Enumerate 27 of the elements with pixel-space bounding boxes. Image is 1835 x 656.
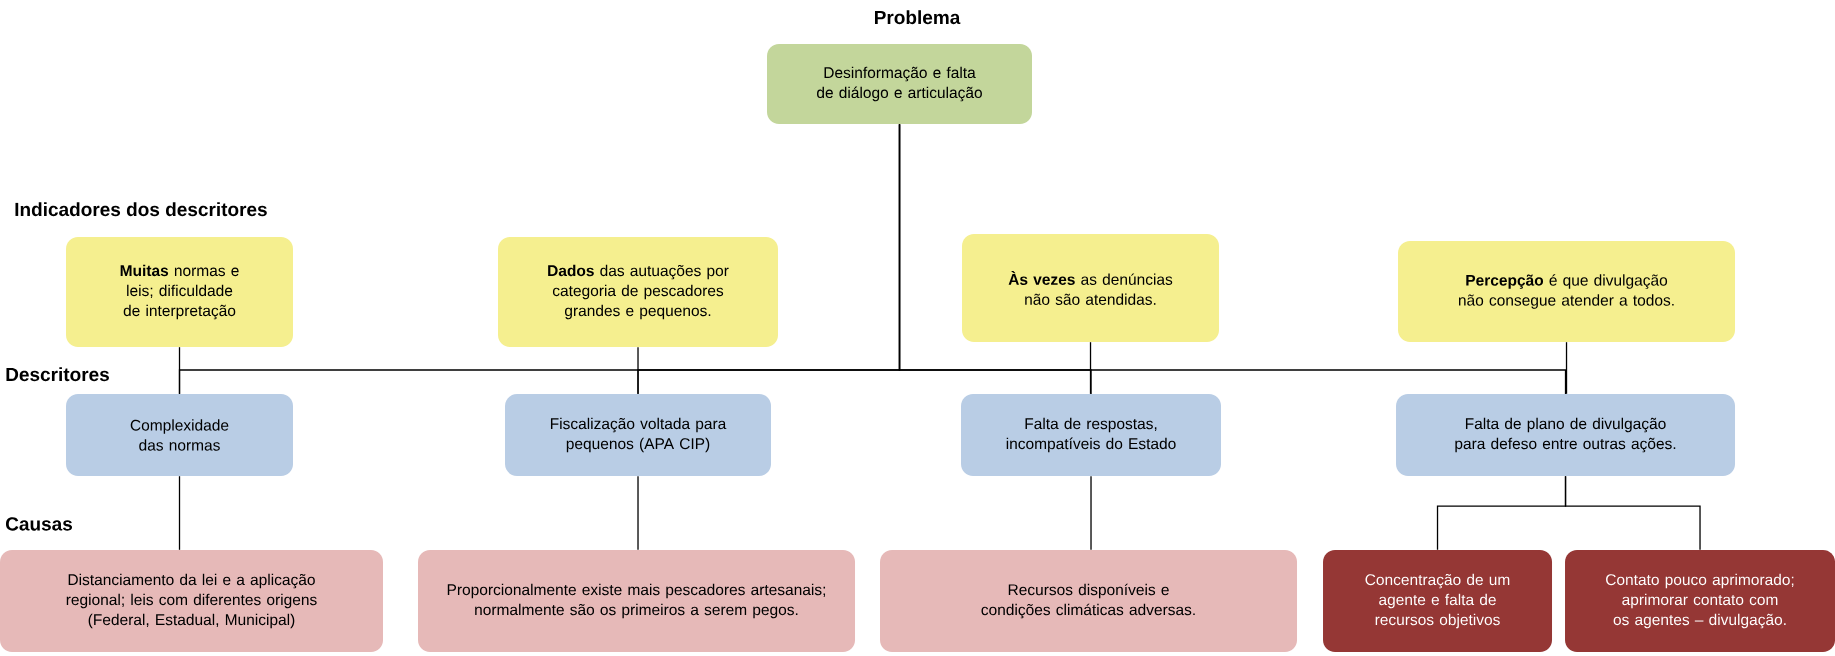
- connector-line: [637, 346, 639, 395]
- connector-line: [1564, 475, 1701, 551]
- section-heading: Descritores: [6, 367, 109, 382]
- indicator-box: Percepção é que divulgação não consegue atender a todos.: [1398, 241, 1735, 342]
- cause-box: Recursos disponíveis e condições climáticas adversas.: [880, 550, 1297, 652]
- cause-box: Proporcionalmente existe mais pescadores artesanais; normalmente são os primeiros a serem pegos.: [418, 550, 855, 652]
- cause-box: Concentração de um agente e falta de recursos objetivos: [1323, 550, 1552, 652]
- indicator-box: Às vezes as denúncias não são atendidas.: [962, 234, 1219, 342]
- descriptor-box: Fiscalização voltada para pequenos (APA CIP): [505, 394, 771, 476]
- cause-box: Contato pouco aprimorado; aprimorar contato com os agentes – divulgação.: [1565, 550, 1835, 652]
- indicator-box: Muitas normas e leis; dificuldade de interpretação: [66, 237, 293, 347]
- section-heading: Causas: [6, 517, 72, 531]
- indicator-box: Dados das autuações por categoria de pescadores grandes e pequenos.: [498, 237, 778, 347]
- connector-line: [898, 123, 1567, 395]
- cause-box: Distanciamento da lei e a aplicação regional; leis com diferentes origens (Federal, Estadual, Municipal): [0, 550, 383, 652]
- descriptor-box: Complexidade das normas: [66, 394, 293, 476]
- descriptor-box: Falta de respostas, incompatíveis do Estado: [961, 394, 1221, 476]
- descriptor-box: Falta de plano de divulgação para defeso entre outras ações.: [1396, 394, 1735, 476]
- connector-line: [1089, 341, 1092, 395]
- connector-line: [1090, 475, 1092, 551]
- problem-box: Desinformação e falta de diálogo e articulação: [767, 44, 1032, 124]
- connector-line: [178, 346, 181, 395]
- connector-line: [178, 475, 181, 551]
- section-heading: Indicadores dos descritores: [15, 202, 267, 217]
- section-heading: Problema: [875, 10, 961, 25]
- connector-line: [637, 475, 639, 551]
- connector-line: [1565, 341, 1568, 395]
